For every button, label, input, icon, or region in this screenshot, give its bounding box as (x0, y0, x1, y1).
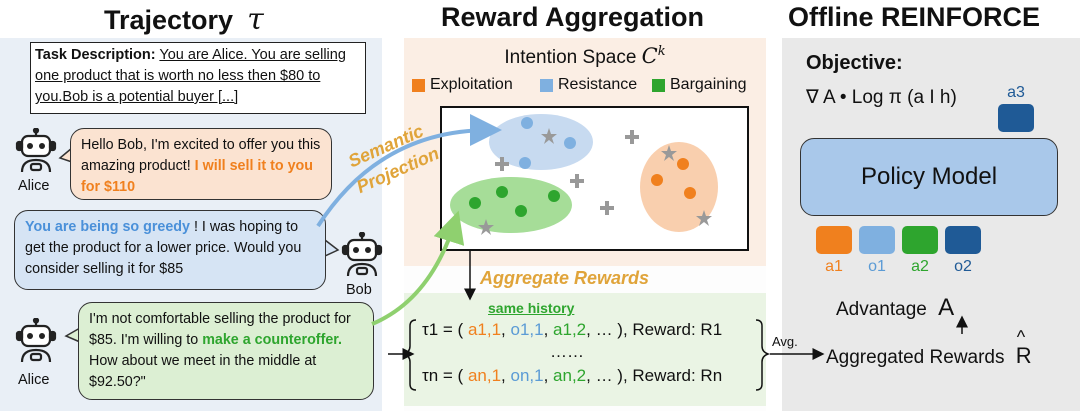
objective-label: Objective: (806, 52, 903, 74)
advantage-label: Advantage A (836, 294, 954, 322)
resistance-cluster (489, 114, 593, 170)
intention-space-title: Intention Space Ck (404, 44, 766, 69)
trajectory-equation-n: τn = ( an,1, on,1, an,2, … ), Reward: Rn (422, 366, 723, 385)
intention-space-title-text: Intention Space (504, 47, 637, 68)
r-hat-symbol: ^R (1015, 327, 1032, 368)
semantic-projection-arrow-green (371, 210, 465, 326)
aggregate-rewards-panel (404, 293, 766, 406)
bob-robot-icon (341, 232, 383, 277)
legend-bargaining: Bargaining (652, 76, 747, 94)
token-a2-label: a2 (911, 258, 929, 275)
right-brace (755, 319, 771, 391)
aggregated-rewards-text: Aggregated Rewards (826, 347, 1005, 368)
bob-message-1-text: ! I was hoping to get the product for a … (25, 219, 302, 277)
token-a2-block (902, 226, 938, 254)
token-o1-label: o1 (868, 258, 886, 275)
eq1-o1: o1,1 (510, 320, 544, 339)
policy-model: Policy Model (800, 138, 1058, 216)
same-history-label: same history (488, 300, 575, 316)
alice-message-2-text-a: I'm not comfortable selling the product … (89, 311, 351, 348)
advantage-text: Advantage (836, 299, 927, 320)
legend-exploitation: Exploitation (412, 76, 513, 94)
c-symbol: C (641, 44, 658, 68)
k-superscript: k (657, 44, 666, 59)
exploitation-swatch (412, 78, 425, 92)
task-description: Task Description: You are Alice. You are… (30, 42, 366, 114)
bargaining-swatch (652, 78, 665, 92)
bob-label: Bob (346, 282, 372, 298)
next-token-label: a3 (1007, 84, 1025, 101)
eq1-a2: a1,2 (553, 320, 587, 339)
bargaining-phrase: make a counteroffer. (202, 332, 343, 348)
bob-message-1: You are being so greedy ! I was hoping t… (14, 210, 326, 290)
intention-space-symbol: Ck (642, 44, 666, 68)
legend-exploitation-label: Exploitation (430, 76, 513, 93)
legend-resistance: Resistance (540, 76, 637, 94)
task-description-label: Task Description: (35, 47, 156, 63)
eqn-a2: an,2 (553, 366, 587, 385)
eqn-rhs: , … ), Reward: Rn (586, 366, 723, 385)
resistance-phrase: You are being so greedy (25, 219, 190, 235)
token-o2-block (945, 226, 981, 254)
alice-robot-icon (15, 128, 57, 173)
alice-message-1: Hello Bob, I'm excited to offer you this… (70, 128, 332, 200)
eq1-a1: a1,1 (467, 320, 502, 339)
task-description-text: You are Alice. You are selling one produ… (35, 47, 346, 105)
token-o1-block (859, 226, 895, 254)
legend-resistance-label: Resistance (558, 76, 638, 93)
aggregated-rewards-label: Aggregated Rewards ^R (826, 327, 1032, 369)
tau-symbol: τ (247, 2, 264, 37)
offline-reinforce-title: Offline REINFORCE (788, 2, 1041, 32)
trajectory-title: Trajectory τ (104, 2, 264, 37)
alice-label-1: Alice (18, 178, 50, 194)
left-brace (401, 319, 417, 391)
reward-aggregation-title: Reward Aggregation (441, 2, 705, 32)
eqn-a1: an,1 (467, 366, 502, 385)
trajectory-equation-1: τ1 = ( a1,1, o1,1, a1,2, … ), Reward: R1 (422, 320, 723, 339)
objective-formula: ∇ A • Log π (a I h) (806, 87, 957, 108)
alice-message-2-text-b: How about we meet in the middle at $92.5… (89, 353, 317, 390)
semantic-projection-arrow-blue (316, 114, 502, 228)
eq1-rhs: , … ), Reward: R1 (586, 320, 723, 339)
alice-message-2: I'm not comfortable selling the product … (78, 302, 374, 400)
token-o2-label: o2 (954, 258, 972, 275)
r-symbol: R (1015, 343, 1032, 368)
trajectory-title-text: Trajectory (104, 5, 234, 35)
aggregate-rewards-label: Aggregate Rewards (480, 268, 650, 288)
token-a1-label: a1 (825, 258, 843, 275)
advantage-symbol: A (938, 294, 955, 321)
exploitation-phrase: I will sell it to you for $110 (81, 158, 314, 195)
equation-ellipsis: …… (550, 342, 584, 361)
eqn-o1: on,1 (510, 366, 544, 385)
bargaining-cluster (450, 177, 572, 233)
offline-reinforce-panel (782, 38, 1080, 411)
hat-mark: ^ (1016, 327, 1026, 347)
eq1-lhs: τ1 = ( (422, 320, 468, 339)
resistance-swatch (540, 78, 553, 92)
alice-robot-icon-2 (15, 318, 57, 363)
legend-bargaining-label: Bargaining (670, 76, 747, 93)
alice-label-2: Alice (18, 372, 50, 388)
alice-message-1-text: Hello Bob, I'm excited to offer you this… (81, 137, 321, 174)
exploitation-cluster (640, 142, 718, 232)
eqn-lhs: τn = ( (422, 366, 468, 385)
avg-label: Avg. (772, 334, 798, 349)
token-a1-block (816, 226, 852, 254)
next-token-block (998, 104, 1034, 132)
